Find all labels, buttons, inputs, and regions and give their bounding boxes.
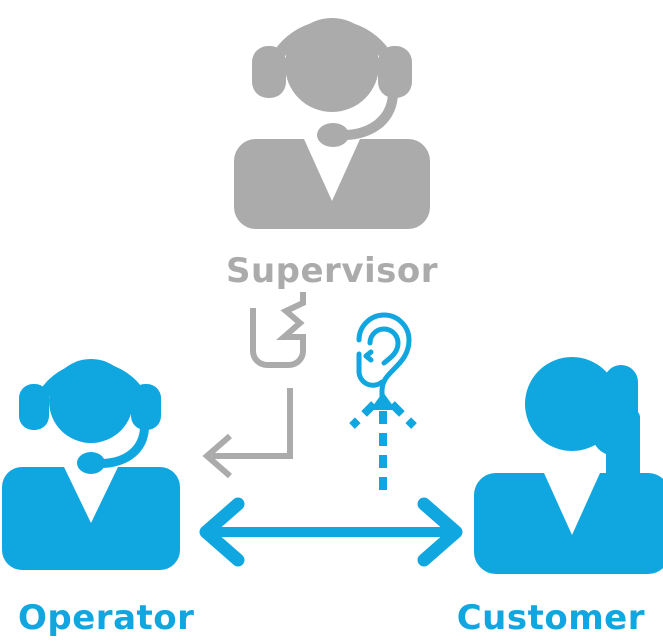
node-label-supervisor: Supervisor <box>226 251 438 291</box>
ear-icon <box>356 312 412 408</box>
elbow-arrow-left-icon <box>202 388 293 479</box>
node-label-customer: Customer <box>457 598 645 638</box>
node-operator[interactable]: Operator <box>2 359 194 638</box>
node-customer[interactable]: Customer <box>457 357 663 638</box>
node-supervisor[interactable]: Supervisor <box>226 18 438 291</box>
double-headed-arrow-icon <box>199 497 463 567</box>
person-on-phone-icon <box>474 357 663 574</box>
headset-person-icon <box>234 18 430 229</box>
node-label-operator: Operator <box>18 598 194 638</box>
headset-person-icon <box>2 359 180 570</box>
dashed-arrow-up-icon <box>349 392 417 490</box>
speaking-mouth-icon <box>250 292 306 368</box>
